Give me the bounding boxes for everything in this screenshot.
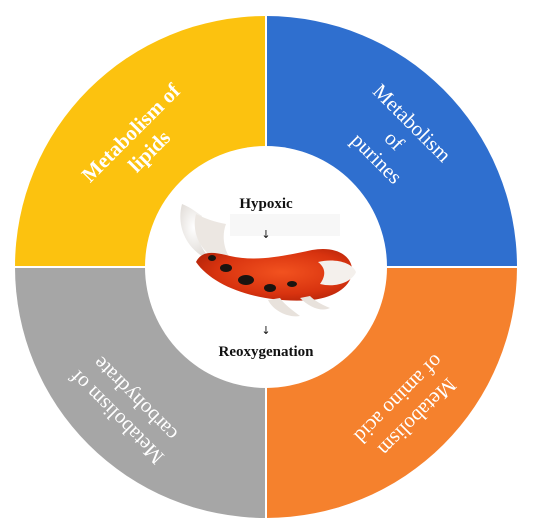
fish-spot [208, 255, 216, 261]
fish-fin [268, 298, 300, 317]
water-haze [230, 214, 340, 236]
fish-spot [287, 281, 297, 287]
fish-head [318, 260, 356, 286]
koi-fish-image [180, 204, 356, 317]
fish-fin [300, 296, 330, 310]
fish-spot [264, 284, 276, 292]
hypoxic-label: Hypoxic [239, 196, 293, 212]
fish-white-body [194, 214, 240, 270]
arrow-down-icon: ↓ [261, 228, 270, 241]
fish-spot [238, 275, 254, 285]
fish-spot [220, 264, 232, 272]
arrow-down-icon: ↓ [261, 324, 270, 337]
reoxygenation-label: Reoxygenation [219, 344, 315, 360]
fish-red-body [196, 248, 353, 301]
